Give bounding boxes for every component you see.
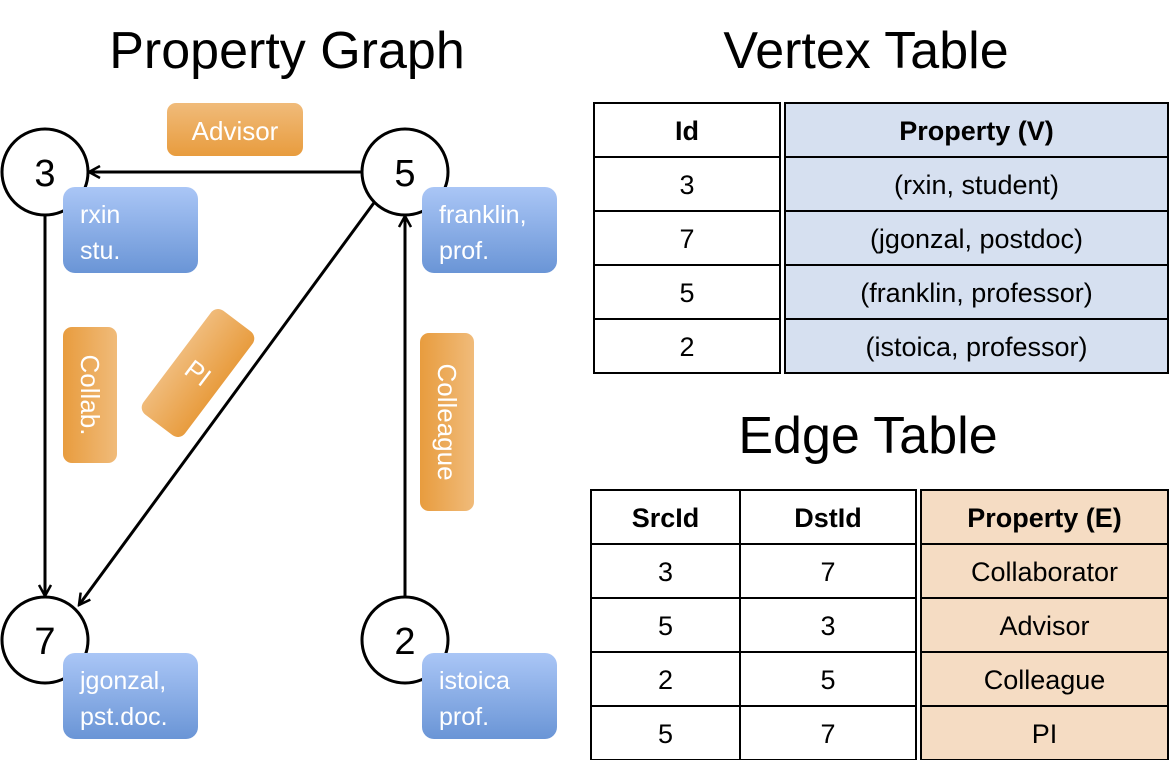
table-cell: (jgonzal, postdoc) — [870, 224, 1083, 254]
svg-text:pst.doc.: pst.doc. — [80, 703, 168, 731]
table-cell: 5 — [658, 611, 673, 641]
table-cell: (istoica, professor) — [865, 332, 1087, 362]
table-cell: 3 — [658, 557, 673, 587]
table-cell: 2 — [679, 332, 694, 362]
edge-5-to-7 — [79, 199, 378, 605]
table-cell: Colleague — [984, 665, 1106, 695]
vertex-table: Id 3 7 5 2 Property (V) (rxin, student) (jgonza… — [593, 102, 1169, 374]
svg-text:3: 3 — [34, 153, 55, 195]
vertex-7: 7 jgonzal, pst.doc. — [0, 595, 198, 739]
table-cell: 3 — [679, 170, 694, 200]
table-column-group — [590, 489, 917, 760]
table-header: Property (E) — [967, 503, 1122, 533]
svg-text:franklin,: franklin, — [439, 201, 527, 229]
table-cell: 5 — [820, 665, 835, 695]
svg-text:prof.: prof. — [439, 237, 489, 265]
vertex-property-box — [422, 187, 557, 273]
table-column-group — [784, 102, 1169, 374]
vertex-5: 5 franklin, prof. — [360, 127, 557, 273]
vertex-table-title: Vertex Table — [723, 22, 1008, 80]
svg-text:jgonzal,: jgonzal, — [79, 667, 166, 695]
edge-label-collab: Collab. — [63, 327, 117, 463]
table-cell: Collaborator — [971, 557, 1118, 587]
svg-text:Collab.: Collab. — [75, 355, 105, 436]
table-cell: Advisor — [999, 611, 1089, 641]
table-cell: (franklin, professor) — [860, 278, 1093, 308]
table-header: DstId — [794, 503, 862, 533]
vertex-2: 2 istoica prof. — [360, 595, 557, 739]
svg-text:5: 5 — [394, 153, 415, 195]
edge-label-colleague: Colleague — [420, 333, 474, 511]
graph-title: Property Graph — [109, 22, 465, 80]
vertex-property-box — [63, 187, 198, 273]
table-header: SrcId — [632, 503, 700, 533]
vertex-3: 3 rxin stu. — [0, 127, 198, 273]
table-cell: 2 — [658, 665, 673, 695]
edge-label-pi: PI — [141, 309, 255, 437]
svg-text:rxin: rxin — [80, 201, 120, 229]
svg-text:prof.: prof. — [439, 703, 489, 731]
svg-text:stu.: stu. — [80, 237, 120, 265]
svg-text:2: 2 — [394, 621, 415, 663]
edge-table-title: Edge Table — [738, 407, 997, 465]
svg-text:7: 7 — [34, 621, 55, 663]
table-header: Property (V) — [899, 116, 1054, 146]
edges — [45, 172, 405, 605]
table-cell: PI — [1032, 719, 1058, 749]
table-cell: 7 — [679, 224, 694, 254]
vertex-property-box — [422, 653, 557, 739]
table-cell: 3 — [820, 611, 835, 641]
svg-text:Colleague: Colleague — [432, 363, 462, 480]
table-header: Id — [675, 116, 699, 146]
edge-table: SrcId 3 5 2 5 DstId 7 3 5 7 Property (E) Collaborat… — [590, 489, 1169, 760]
table-cell: 7 — [820, 557, 835, 587]
svg-text:Advisor: Advisor — [192, 116, 279, 146]
table-cell: 5 — [679, 278, 694, 308]
table-column-group — [920, 489, 1169, 760]
table-cell: (rxin, student) — [894, 170, 1059, 200]
table-column-group — [593, 102, 781, 374]
svg-text:istoica: istoica — [439, 667, 510, 695]
table-cell: 5 — [658, 719, 673, 749]
vertex-property-box — [63, 653, 198, 739]
edge-label-advisor: Advisor — [167, 103, 303, 156]
table-cell: 7 — [820, 719, 835, 749]
